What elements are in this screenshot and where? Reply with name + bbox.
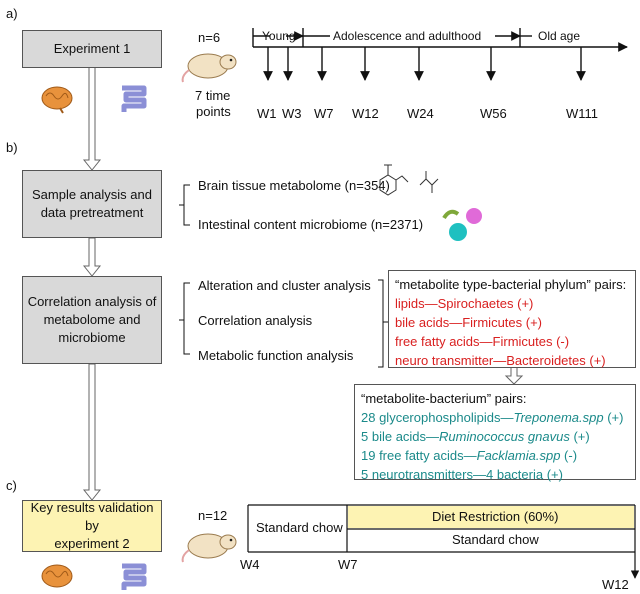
week-w1: W1 bbox=[257, 106, 277, 121]
microbe-icon bbox=[442, 208, 482, 241]
bacterium-pair-item: 19 free fatty acids—Facklamia.spp (-) bbox=[361, 446, 629, 465]
phase-adolescence: Adolescence and adulthood bbox=[333, 29, 482, 43]
phylum-pairs-title: “metabolite type-bacterial phylum” pairs… bbox=[395, 277, 627, 292]
bacterium-pair-prefix: 28 glycerophospholipids— bbox=[361, 410, 514, 425]
bacterium-pair-sign: (+) bbox=[603, 410, 624, 425]
standard-chow-label-2: Standard chow bbox=[452, 532, 539, 547]
diet-restriction-band bbox=[348, 506, 634, 528]
sample-analysis-line1: Sample analysis and bbox=[32, 187, 152, 202]
section-label-a: a) bbox=[6, 6, 18, 21]
experiment1-label: Experiment 1 bbox=[53, 41, 131, 56]
key-results-box: Key results validation by experiment 2 bbox=[22, 500, 162, 552]
phase-young: Young bbox=[262, 29, 296, 43]
correlation-line3: microbiome bbox=[58, 330, 126, 345]
bacterium-pair-prefix: 5 bile acids— bbox=[361, 429, 440, 444]
week-w56: W56 bbox=[480, 106, 507, 121]
bacterium-pairs-title: “metabolite-bacterium” pairs: bbox=[361, 391, 527, 406]
phylum-pairs-box: “metabolite type-bacterial phylum” pairs… bbox=[388, 270, 636, 368]
bacterium-pair-item: 28 glycerophospholipids—Treponema.spp (+… bbox=[361, 408, 629, 427]
experiment1-box: Experiment 1 bbox=[22, 30, 162, 68]
alteration-cluster-item: Alteration and cluster analysis bbox=[198, 278, 371, 293]
intestine-icon bbox=[121, 85, 147, 112]
brain-icon bbox=[41, 86, 73, 114]
week-w4: W4 bbox=[240, 557, 260, 572]
week-w7-exp2: W7 bbox=[338, 557, 358, 572]
correlation-analysis-box: Correlation analysis of metabolome and m… bbox=[22, 276, 162, 364]
diet-restriction-label: Diet Restriction (60%) bbox=[432, 509, 559, 524]
week-w3: W3 bbox=[282, 106, 302, 121]
key-results-line2: experiment 2 bbox=[54, 536, 130, 551]
correlation-line2: metabolome and bbox=[43, 312, 141, 327]
brain-metabolome-item: Brain tissue metabolome (n=354) bbox=[198, 178, 390, 193]
bacterium-pair-sign: (+) bbox=[569, 429, 590, 444]
week-w7: W7 bbox=[314, 106, 334, 121]
phylum-pair-item: bile acids—Firmicutes (+) bbox=[395, 315, 543, 330]
phylum-pair-item: neuro transmitter—Bacteroidetes (+) bbox=[395, 353, 606, 368]
brain-icon-bottom bbox=[41, 564, 73, 588]
rat-icon bbox=[181, 53, 237, 83]
n-label-exp2: n=12 bbox=[198, 508, 228, 523]
bacterium-pair-item: 5 neurotransmitters—4 bacteria (+) bbox=[361, 465, 629, 484]
correlation-line1: Correlation analysis of bbox=[27, 294, 157, 309]
week-w111: W111 bbox=[566, 106, 599, 121]
sample-analysis-box: Sample analysis and data pretreatment bbox=[22, 170, 162, 238]
phase-old-age: Old age bbox=[538, 29, 581, 43]
rat-icon-2 bbox=[181, 533, 237, 563]
metabolic-function-item: Metabolic function analysis bbox=[198, 348, 354, 363]
correlation-analysis-item: Correlation analysis bbox=[198, 313, 313, 328]
bacterium-name: Ruminococcus gnavus bbox=[439, 429, 570, 444]
standard-chow-label: Standard chow bbox=[256, 520, 343, 535]
week-w12-exp2: W12 bbox=[602, 577, 629, 592]
intestine-icon-bottom bbox=[121, 563, 147, 590]
phylum-pair-item: lipids—Spirochaetes (+) bbox=[395, 296, 534, 311]
week-w12: W12 bbox=[352, 106, 379, 121]
bacterium-name: Facklamia.spp bbox=[476, 448, 561, 463]
molecule-icon bbox=[379, 164, 439, 196]
key-results-line1: Key results validation by bbox=[30, 500, 154, 533]
time-points-line1: 7 time bbox=[195, 88, 231, 103]
phylum-pair-item: free fatty acids—Firmicutes (-) bbox=[395, 334, 570, 349]
brackets bbox=[179, 184, 388, 368]
bacterium-pair-prefix: 5 neurotransmitters—4 bacteria (+) bbox=[361, 467, 563, 482]
sample-analysis-line2: data pretreatment bbox=[40, 205, 144, 220]
bacterium-pairs-box: “metabolite-bacterium” pairs: 28 glycero… bbox=[354, 384, 636, 482]
intestinal-microbiome-item: Intestinal content microbiome (n=2371) bbox=[198, 217, 424, 232]
n-label-exp1: n=6 bbox=[198, 30, 221, 45]
bacterium-name: Treponema.spp bbox=[513, 410, 604, 425]
week-w24: W24 bbox=[407, 106, 434, 121]
bacterium-pair-prefix: 19 free fatty acids— bbox=[361, 448, 477, 463]
section-label-b: b) bbox=[6, 140, 18, 155]
bacterium-pair-item: 5 bile acids—Ruminococcus gnavus (+) bbox=[361, 427, 629, 446]
bacterium-pair-sign: (-) bbox=[560, 448, 578, 463]
section-label-c: c) bbox=[6, 478, 17, 493]
time-points-line2: points bbox=[196, 104, 231, 119]
